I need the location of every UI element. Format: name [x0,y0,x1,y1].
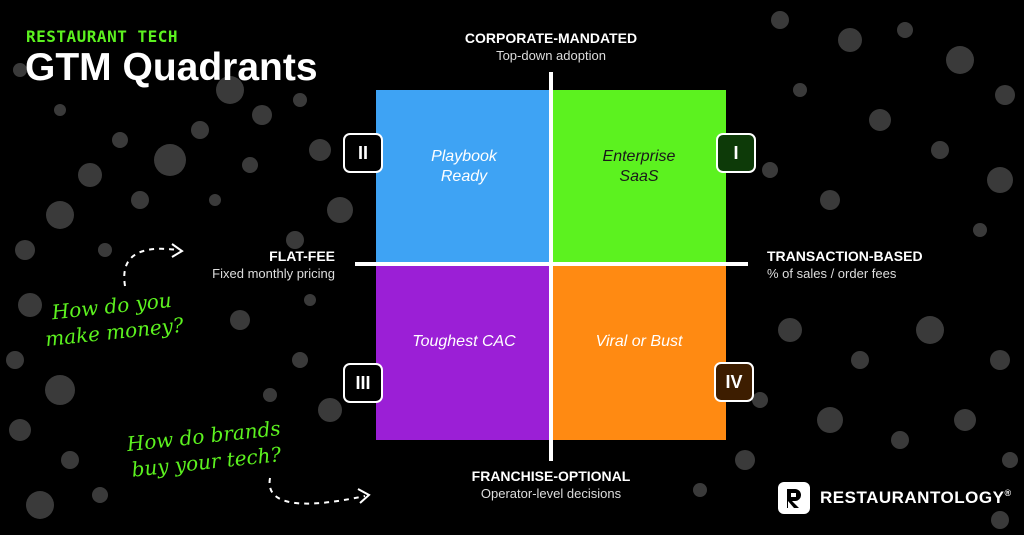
axis-top-subtitle: Top-down adoption [496,48,606,63]
quadrant-i-label: Enterprise SaaS [602,148,676,185]
page-title: GTM Quadrants [25,46,318,89]
axis-left-title: FLAT-FEE [269,248,335,264]
axis-label-top: CORPORATE-MANDATED Top-down adoption [420,30,682,63]
brand-mark-icon [778,482,810,514]
brand-name-text: RESTAURANTOLOGY [820,488,1005,507]
quadrant-ii-label: Playbook Ready [431,148,497,185]
quadrant-iv: Viral or Bust [552,264,726,440]
quadrant-iii-label: Toughest CAC [412,333,516,350]
axis-label-left: FLAT-FEE Fixed monthly pricing [180,248,335,281]
quadrant-iv-label: Viral or Bust [595,333,683,350]
axis-bottom-subtitle: Operator-level decisions [480,486,622,501]
quadrant-i: Enterprise SaaS [552,90,726,264]
axis-label-bottom: FRANCHISE-OPTIONAL Operator-level decisi… [420,468,682,501]
brand-name: RESTAURANTOLOGY® [820,488,1012,508]
axis-right-title: TRANSACTION-BASED [767,248,923,264]
quadrant-ii: Playbook Ready [376,90,552,264]
axis-top-title: CORPORATE-MANDATED [464,30,638,46]
axis-left-subtitle: Fixed monthly pricing [212,266,335,281]
badge-ii: II [343,133,383,173]
quadrant-iii: Toughest CAC [376,264,552,440]
badge-iv: IV [714,362,754,402]
badge-iii: III [343,363,383,403]
brand-registered: ® [1004,488,1012,498]
axis-label-right: TRANSACTION-BASED % of sales / order fee… [767,248,1007,281]
axis-right-subtitle: % of sales / order fees [767,266,897,281]
eyebrow-label: RESTAURANT TECH [26,27,178,46]
badge-i: I [716,133,756,173]
axis-bottom-title: FRANCHISE-OPTIONAL [471,468,631,484]
vertical-axis [549,72,553,461]
horizontal-axis [355,262,748,266]
brand-logo: RESTAURANTOLOGY® [778,482,1012,514]
